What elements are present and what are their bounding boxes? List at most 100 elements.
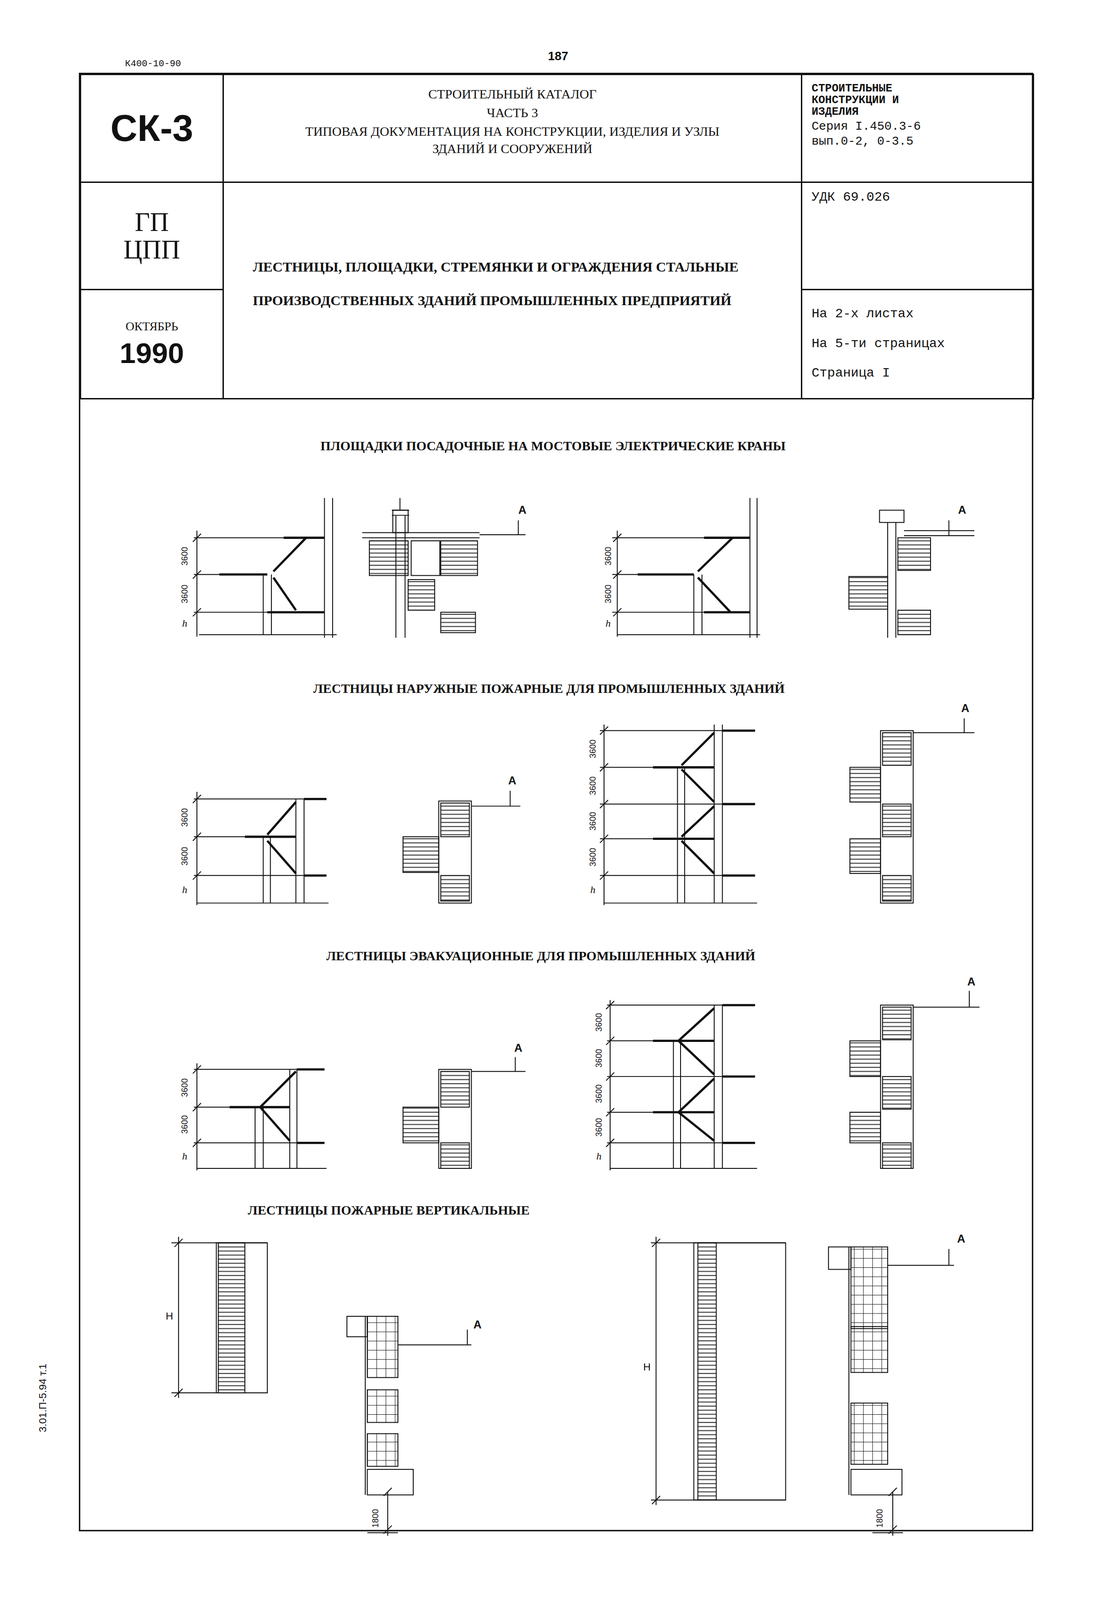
- evacuation-stair-plan: [849, 1111, 881, 1143]
- dimension-label: 3600: [587, 810, 598, 832]
- dimension-label: 3600: [587, 738, 598, 759]
- cell-text: СК-3: [110, 107, 194, 149]
- vertical-ladder-side: [397, 1328, 472, 1345]
- crane-platform-plan: [848, 509, 975, 638]
- crane-platform-plan: [440, 611, 476, 633]
- title-cell: СК-3: [79, 73, 224, 183]
- sheet-frame: [79, 73, 1033, 1530]
- vertical-ladder-elevation: [651, 1236, 786, 1505]
- evacuation-stair-plan: [403, 1106, 439, 1143]
- evacuation-stair-plan: [440, 1070, 470, 1107]
- vertical-ladder-side: [367, 1315, 398, 1377]
- fire-stair-plan: [440, 802, 470, 837]
- dimension-label: h: [595, 1149, 603, 1162]
- title-cell: ГП ЦПП: [79, 181, 224, 291]
- dimension-label: 1800: [874, 1507, 885, 1529]
- dimension-label: h: [180, 1149, 188, 1162]
- crane-platform-side: [219, 537, 325, 612]
- section-mark: A: [513, 1041, 524, 1055]
- cell-text: ОКТЯБРЬ: [125, 319, 179, 334]
- evacuation-stair-plan: [471, 1056, 526, 1072]
- section-mark: A: [957, 503, 967, 517]
- cell-text: вып.0-2, 0-3.5: [811, 134, 914, 149]
- dimension-label: 3600: [594, 1011, 605, 1033]
- evacuation-stair-side: [605, 1000, 614, 1147]
- fire-stair-plan: [471, 790, 521, 807]
- dimension-label: 3600: [179, 583, 190, 605]
- sheet-frame: [79, 73, 1033, 1530]
- vertical-ladder-side: [347, 1315, 368, 1337]
- cell-text: СТРОИТЕЛЬНЫЙ КАТАЛОГ: [428, 85, 597, 104]
- vertical-ladder-side: [347, 1315, 472, 1536]
- crane-platform-plan: [362, 497, 526, 638]
- cell-text: ЧАСТЬ 3: [486, 104, 539, 122]
- dimension-label: 3600: [594, 1083, 605, 1104]
- evacuation-stair-side: [192, 1063, 327, 1171]
- evacuation-stair-plan: [849, 1040, 881, 1077]
- crane-platform-side: [192, 530, 337, 637]
- section-heading: ПЛОЩАДКИ ПОСАДОЧНЫЕ НА МОСТОВЫЕ ЭЛЕКТРИЧ…: [319, 438, 787, 454]
- crane-platform-plan: [411, 540, 440, 576]
- fire-stair-plan: [849, 838, 881, 874]
- vertical-ladder-side: [850, 1468, 902, 1495]
- vertical-ladder-side: [367, 1433, 398, 1467]
- dimension-label: 3600: [179, 845, 190, 867]
- section-mark: A: [507, 773, 517, 787]
- fire-stair-plan: [403, 790, 521, 904]
- vertical-ladder-elevation: [216, 1242, 268, 1393]
- vertical-ladder-elevation: [171, 1236, 268, 1398]
- evacuation-stair-plan: [440, 1142, 470, 1168]
- section-heading: ЛЕСТНИЦЫ НАРУЖНЫЕ ПОЖАРНЫЕ ДЛЯ ПРОМЫШЛЕН…: [312, 681, 786, 696]
- crane-platform-side: [263, 497, 333, 638]
- title-cell: ОКТЯБРЬ1990: [79, 288, 224, 400]
- crane-platform-plan: [362, 497, 480, 638]
- dimension-label: 3600: [179, 806, 190, 828]
- fire-stair-side: [192, 791, 329, 905]
- fire-stair-side: [599, 724, 758, 905]
- fire-stair-plan: [849, 718, 975, 904]
- fire-stair-side: [653, 730, 756, 876]
- vertical-ladder-side: [850, 1246, 888, 1328]
- cell-text: На 5-ти страницах: [811, 335, 946, 352]
- dimension-label: H: [164, 1309, 174, 1322]
- evacuation-stair-side: [673, 1004, 723, 1168]
- dimension-label: h: [180, 617, 188, 630]
- crane-platform-side: [637, 537, 751, 612]
- evacuation-stair-plan: [880, 1004, 914, 1168]
- crane-platform-plan: [479, 520, 526, 535]
- dimension-label: 3600: [594, 1116, 605, 1138]
- vertical-ladder-side: [848, 1246, 850, 1495]
- fire-stair-side: [244, 798, 327, 876]
- section-mark: A: [956, 1231, 967, 1245]
- evacuation-stair-side: [192, 1063, 327, 1171]
- title-cell: УДК 69.026: [800, 181, 1035, 291]
- evacuation-stair-side: [229, 1069, 325, 1143]
- dimension-label: h: [604, 617, 612, 630]
- dimension-label: 3600: [603, 583, 613, 605]
- vertical-ladder-side: [367, 1389, 398, 1423]
- dimension-label: 3600: [179, 545, 190, 567]
- cell-text: ТИПОВАЯ ДОКУМЕНТАЦИЯ НА КОНСТРУКЦИИ, ИЗД…: [279, 122, 746, 159]
- page-number: 187: [547, 48, 570, 64]
- crane-platform-plan: [897, 610, 931, 635]
- evacuation-stair-side: [653, 1004, 756, 1143]
- crane-platform-plan: [392, 509, 409, 533]
- vertical-ladder-side: [887, 1248, 954, 1265]
- fire-stair-plan: [403, 836, 439, 873]
- vertical-ladder-side: [850, 1402, 888, 1464]
- cell-text: СТРОИТЕЛЬНЫЕ КОНСТРУКЦИИ И ИЗДЕЛИЯ: [811, 82, 938, 119]
- evacuation-stair-plan: [849, 990, 980, 1168]
- fire-stair-plan: [882, 732, 911, 765]
- crane-platform-side: [192, 497, 337, 638]
- dimension-label: 3600: [587, 846, 598, 868]
- cell-text: На 2-х листах: [811, 305, 914, 322]
- vertical-ladder-elevation: [651, 1236, 786, 1505]
- evacuation-stair-plan: [882, 1006, 911, 1040]
- dimension-label: 3600: [587, 775, 598, 796]
- section-mark: A: [472, 1317, 483, 1331]
- vertical-ladder-elevation: [697, 1242, 716, 1500]
- section-mark: A: [966, 974, 977, 988]
- vertical-ladder-elevation: [171, 1236, 268, 1398]
- title-cell: СТРОИТЕЛЬНЫЙ КАТАЛОГЧАСТЬ 3ТИПОВАЯ ДОКУМ…: [222, 73, 803, 183]
